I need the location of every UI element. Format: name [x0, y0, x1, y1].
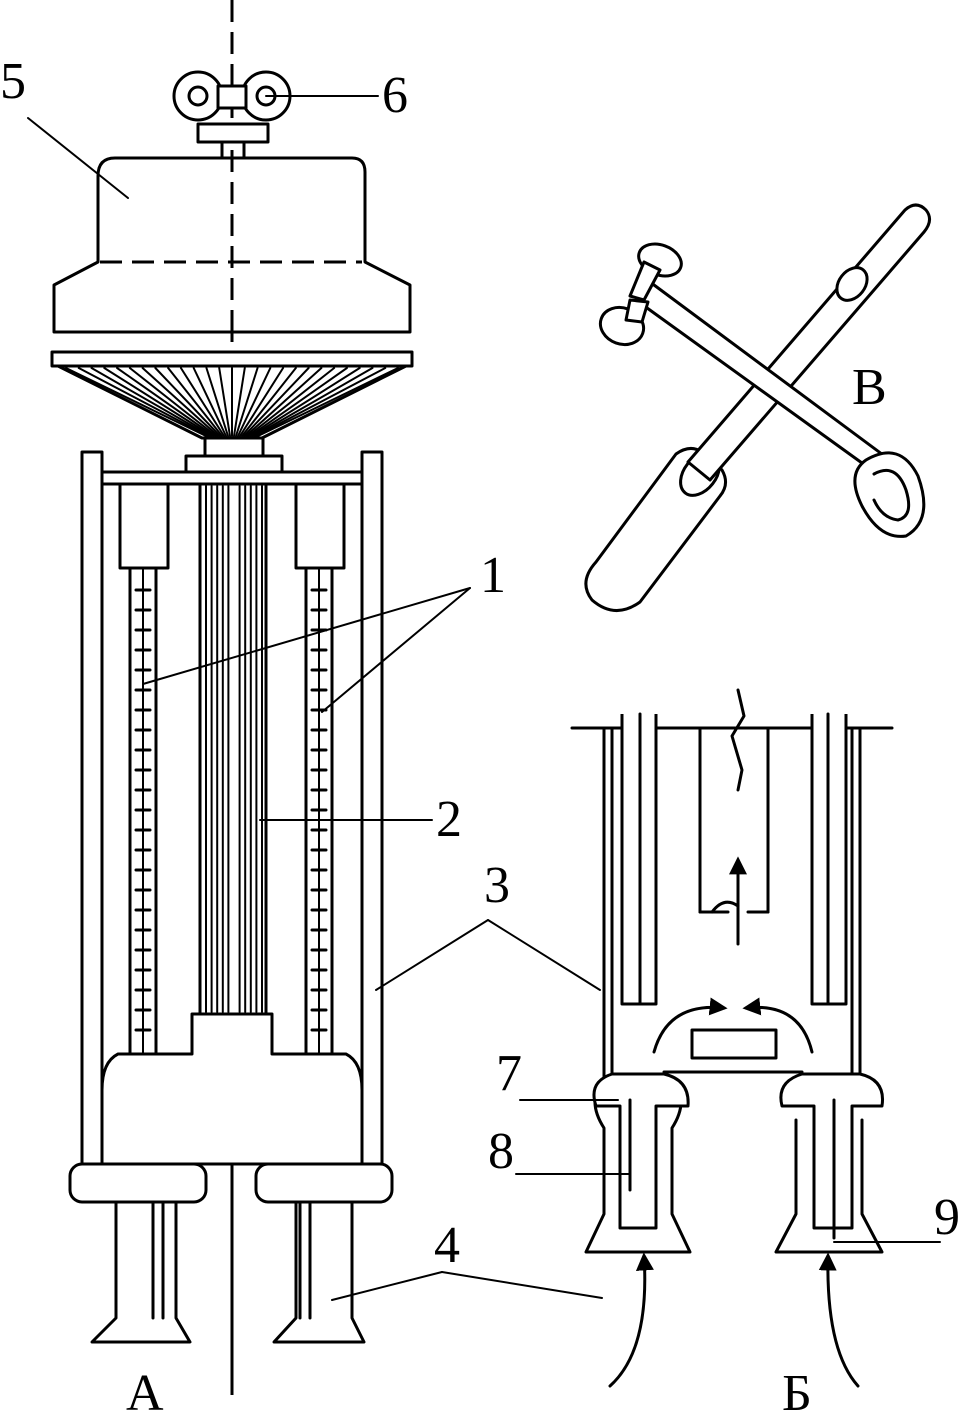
inlet-arrow-left: [608, 1252, 654, 1388]
screwdriver-tool: [584, 203, 931, 612]
cap-5: [52, 156, 412, 334]
view-label-a: А: [126, 1365, 164, 1417]
frame-post-left: [80, 450, 104, 1166]
callout-4: 4: [434, 1217, 460, 1274]
central-chimney: [698, 688, 770, 946]
heater-block: [652, 997, 814, 1074]
view-v-tools: [584, 203, 931, 612]
leader-4a: [331, 1271, 443, 1301]
support-foot-left: [68, 1162, 208, 1344]
wing-nut-6: [172, 70, 292, 227]
frame-top-bar: [100, 470, 364, 486]
leader-3b: [487, 919, 601, 991]
scale-tube-right: [294, 482, 346, 1060]
callout-8: 8: [488, 1123, 514, 1180]
frame-post-right: [360, 450, 384, 1166]
leader-5: [27, 117, 129, 199]
leader-3a: [375, 919, 489, 991]
callout-3: 3: [484, 857, 510, 914]
leader-1b: [321, 587, 471, 713]
callout-2: 2: [436, 791, 462, 848]
callout-9: 9: [934, 1189, 960, 1246]
view-label-v: В: [852, 359, 887, 416]
view-b-section: [515, 688, 941, 1388]
view-a-device: [27, 0, 603, 1395]
leader-4b: [441, 1271, 603, 1299]
funnel-brush: [50, 350, 414, 474]
callout-5: 5: [0, 53, 26, 110]
callout-7: 7: [496, 1045, 522, 1102]
inlet-arrow-right: [818, 1252, 860, 1388]
socket-key-tool: [598, 242, 926, 538]
leader-1a: [142, 587, 471, 685]
left-chamber: [584, 712, 692, 1254]
right-chamber: [774, 712, 885, 1254]
support-foot-right: [254, 1162, 394, 1344]
central-rod-bundle-2: [198, 482, 268, 1016]
callout-6: 6: [382, 67, 408, 124]
view-label-b: Б: [782, 1365, 812, 1417]
scale-tube-left: [118, 482, 170, 1060]
callout-1: 1: [480, 547, 506, 604]
